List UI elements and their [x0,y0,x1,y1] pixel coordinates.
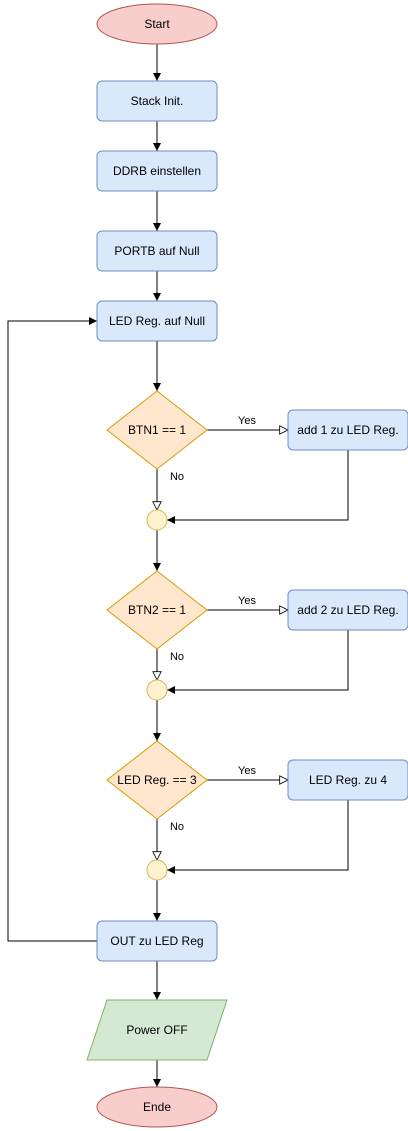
node-j2-shape [146,679,168,701]
node-btn1: BTN1 == 1 [106,390,208,470]
node-stack: Stack Init. [96,80,218,122]
node-to4: LED Reg. zu 4 [287,759,408,801]
node-out-shape [96,920,218,962]
node-stack-label: Stack Init. [131,94,184,108]
node-add2-label: add 2 zu LED Reg. [297,603,398,617]
node-power: Power OFF [86,999,228,1061]
node-stack-shape [96,80,218,122]
node-ende-shape [96,1086,218,1128]
node-to4-label: LED Reg. zu 4 [309,773,387,787]
node-ende-label: Ende [143,1100,171,1114]
node-add2-shape [287,589,408,631]
node-btn1-shape [106,390,208,470]
node-j2 [146,679,168,701]
edge-label-eq3-to-to4: Yes [238,765,256,777]
edge-add1-to-j1 [167,450,349,524]
node-portb-label: PORTB auf Null [114,244,199,258]
node-add1-label: add 1 zu LED Reg. [297,423,398,437]
node-start: Start [96,3,218,45]
node-j1 [146,509,168,531]
node-ledreg-label: LED Reg. auf Null [109,314,205,328]
node-start-shape [96,3,218,45]
node-portb-shape [96,230,218,272]
edge-add2-to-j2 [167,630,349,694]
node-out: OUT zu LED Reg [96,920,218,962]
node-btn1-label: BTN1 == 1 [128,423,186,437]
node-btn2-shape [106,570,208,650]
node-ledreg: LED Reg. auf Null [96,300,218,342]
node-portb: PORTB auf Null [96,230,218,272]
node-btn2: BTN2 == 1 [106,570,208,650]
edge-label-btn2-to-j2: No [170,651,184,663]
node-power-shape [86,999,228,1061]
node-j1-shape [146,509,168,531]
edge-label-eq3-to-j3: No [170,821,184,833]
node-add2: add 2 zu LED Reg. [287,589,408,631]
node-ledreg-shape [96,300,218,342]
node-add1: add 1 zu LED Reg. [287,409,408,451]
node-eq3-shape [106,740,208,820]
node-eq3-label: LED Reg. == 3 [117,773,197,787]
node-j3 [146,859,168,881]
node-ddrb-label: DDRB einstellen [113,164,201,178]
node-start-label: Start [144,17,170,31]
node-ddrb: DDRB einstellen [96,150,218,192]
edge-to4-to-j3 [167,800,349,874]
node-btn2-label: BTN2 == 1 [128,603,186,617]
node-ende: Ende [96,1086,218,1128]
edge-label-btn1-to-j1: No [170,471,184,483]
edge-label-btn1-to-add1: Yes [238,415,256,427]
node-eq3: LED Reg. == 3 [106,740,208,820]
edge-out-to-ledreg [7,317,97,942]
node-to4-shape [287,759,408,801]
node-out-label: OUT zu LED Reg [110,934,203,948]
node-ddrb-shape [96,150,218,192]
edge-label-btn2-to-add2: Yes [238,595,256,607]
node-power-label: Power OFF [126,1023,187,1037]
node-j3-shape [146,859,168,881]
node-add1-shape [287,409,408,451]
